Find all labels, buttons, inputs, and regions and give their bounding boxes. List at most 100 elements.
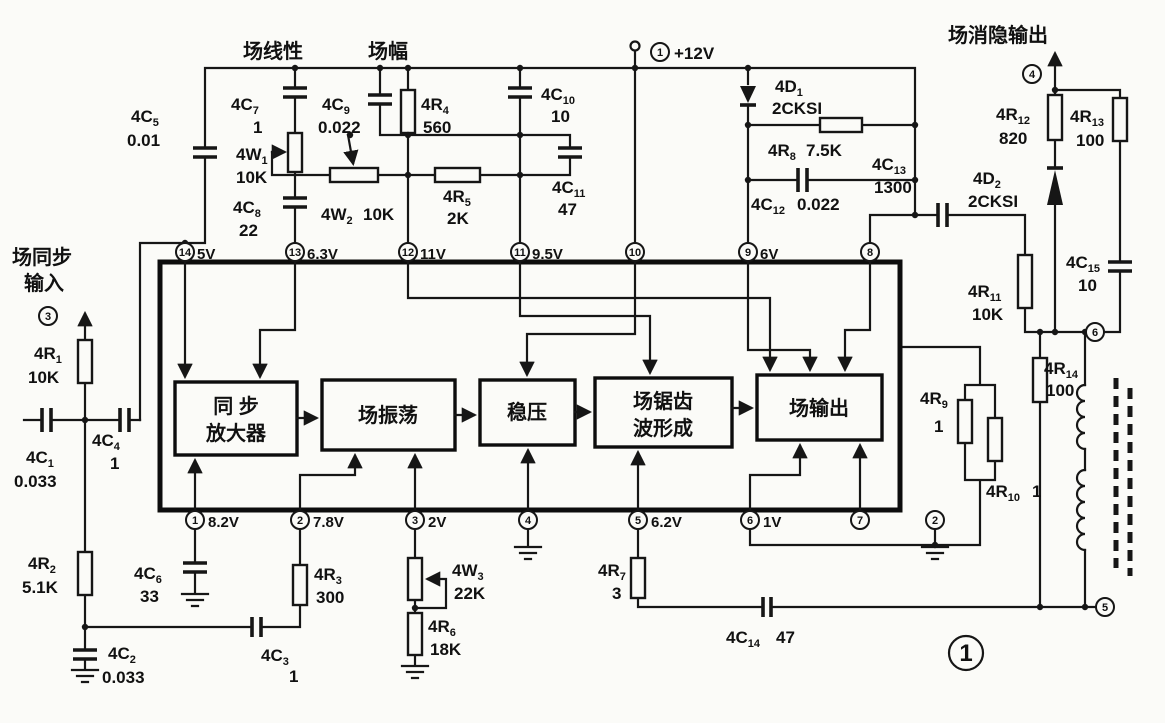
label-4c10: 4C10 10	[541, 85, 575, 126]
label-4r1: 4R1 10K	[28, 344, 62, 387]
label-4c4: 4C4 1	[92, 431, 121, 473]
svg-text:4C13: 4C13	[872, 155, 906, 177]
pin11-voltage: 9.5V	[532, 246, 563, 263]
svg-text:10: 10	[551, 107, 570, 126]
svg-text:4D1: 4D1	[775, 77, 803, 99]
pot-4w2-symbol	[328, 166, 380, 184]
w2-wiper-arrow	[343, 133, 359, 167]
ic-pin-12: 12 11V	[398, 242, 446, 263]
svg-text:4R9: 4R9	[920, 389, 948, 411]
label-4c12: 4C12 0.022	[751, 195, 840, 217]
ground-under-r6	[400, 664, 430, 680]
w3-wiper-arrow	[413, 571, 448, 610]
ic-pin-10: 10	[625, 242, 645, 262]
resistor-4r3-symbol	[291, 563, 309, 607]
svg-text:1300: 1300	[874, 178, 912, 197]
pin3-voltage: 2V	[428, 514, 446, 531]
capacitor-4c13-symbol	[936, 203, 949, 227]
label-4r9: 4R9 1	[920, 389, 948, 436]
power-terminal-12v: 1 +12V	[629, 40, 715, 63]
pin13-voltage: 6.3V	[307, 246, 338, 263]
label-4c6: 4C6 33	[134, 564, 162, 606]
label-4w1: 4W1 10K	[236, 145, 268, 187]
ic-pin-4: 4	[518, 510, 538, 530]
resistor-4r9-symbol	[956, 398, 974, 445]
yoke-terminal-5: 5	[1095, 597, 1115, 617]
svg-text:3: 3	[412, 515, 418, 527]
svg-text:4: 4	[525, 515, 532, 527]
block-sawtooth-former-label2: 波形成	[633, 416, 693, 440]
svg-text:1: 1	[657, 47, 663, 59]
capacitor-4c10-symbol	[508, 86, 532, 99]
resistor-4r13-symbol	[1111, 96, 1129, 143]
svg-text:4C6: 4C6	[134, 564, 162, 586]
svg-text:5: 5	[635, 515, 641, 527]
svg-text:4C7: 4C7	[231, 95, 259, 117]
ic-pin-14: 14 5V	[175, 242, 215, 263]
block-sync-amplifier-label2: 放大器	[205, 421, 267, 445]
label-4r4: 4R4 560	[421, 95, 451, 137]
label-4r13: 4R13 100	[1070, 107, 1104, 150]
label-4c3: 4C3 1	[261, 646, 298, 686]
ic-pin-2: 2 7.8V	[290, 510, 344, 531]
svg-text:4C3: 4C3	[261, 646, 289, 668]
svg-text:18K: 18K	[430, 640, 462, 659]
label-4c14: 4C14 47	[726, 628, 795, 650]
pin14-voltage: 5V	[197, 246, 215, 263]
label-4r6: 4R6 18K	[428, 617, 462, 659]
svg-text:6: 6	[1092, 327, 1098, 339]
pin5-voltage: 6.2V	[651, 514, 682, 531]
label-4r14: 4R14 100	[1044, 359, 1079, 400]
svg-text:47: 47	[558, 200, 577, 219]
label-4d1: 4D1 2CKSI	[772, 77, 822, 118]
svg-text:4R5: 4R5	[443, 187, 471, 209]
svg-text:4R14: 4R14	[1044, 359, 1079, 381]
ic-top-pins: 14 5V 13 6.3V 12 11V 11 9.5V 10 9 6V	[175, 242, 880, 263]
svg-text:560: 560	[423, 118, 451, 137]
sync-input-label1: 场同步	[12, 246, 72, 269]
resistor-4r6-symbol	[406, 611, 424, 657]
svg-text:0.033: 0.033	[14, 472, 57, 491]
label-4r8: 4R8 7.5K	[768, 141, 843, 163]
svg-text:33: 33	[140, 587, 159, 606]
svg-text:4C8: 4C8	[233, 198, 261, 220]
svg-text:7.5K: 7.5K	[806, 141, 843, 160]
pin6-voltage: 1V	[763, 514, 781, 531]
diode-symbols	[740, 86, 1063, 205]
block-sawtooth-former	[593, 376, 734, 449]
deflection-yoke	[1075, 378, 1133, 576]
label-4c11: 4C11 47	[552, 178, 585, 219]
svg-text:22K: 22K	[454, 584, 486, 603]
label-4d2: 4D2 2CKSI	[968, 169, 1018, 211]
svg-text:4C14: 4C14	[726, 628, 761, 650]
svg-text:6: 6	[747, 515, 753, 527]
pin2-voltage: 7.8V	[313, 514, 344, 531]
svg-text:7: 7	[857, 515, 863, 527]
svg-text:4C11: 4C11	[552, 178, 585, 200]
svg-text:4C1: 4C1	[26, 448, 54, 470]
svg-text:1: 1	[959, 640, 972, 667]
svg-text:8: 8	[867, 247, 873, 259]
svg-text:4R3: 4R3	[314, 565, 342, 587]
svg-text:4R12: 4R12	[996, 105, 1030, 127]
capacitor-4c1-symbol	[40, 408, 53, 432]
pot-4w1-symbol	[286, 131, 304, 174]
capacitor-4c8-symbol	[283, 196, 307, 209]
svg-text:4: 4	[1029, 69, 1036, 81]
yoke-core-dashed	[1113, 378, 1133, 576]
svg-text:10K: 10K	[236, 168, 268, 187]
yoke-terminal-6: 6	[1085, 322, 1105, 342]
svg-text:2: 2	[932, 515, 938, 527]
ground-under-pin2	[920, 545, 950, 561]
resistor-4r8-symbol	[818, 116, 864, 134]
svg-text:4C2: 4C2	[108, 644, 136, 666]
resistor-4r11-symbol	[1016, 253, 1034, 310]
ground-under-c2	[70, 668, 100, 684]
capacitor-4c5-symbol	[193, 146, 217, 159]
svg-text:4R4: 4R4	[421, 95, 450, 117]
svg-text:1: 1	[192, 515, 198, 527]
capacitor-4c9-symbol	[368, 93, 392, 106]
label-4r12: 4R12 820	[996, 105, 1030, 148]
svg-text:10K: 10K	[972, 305, 1004, 324]
